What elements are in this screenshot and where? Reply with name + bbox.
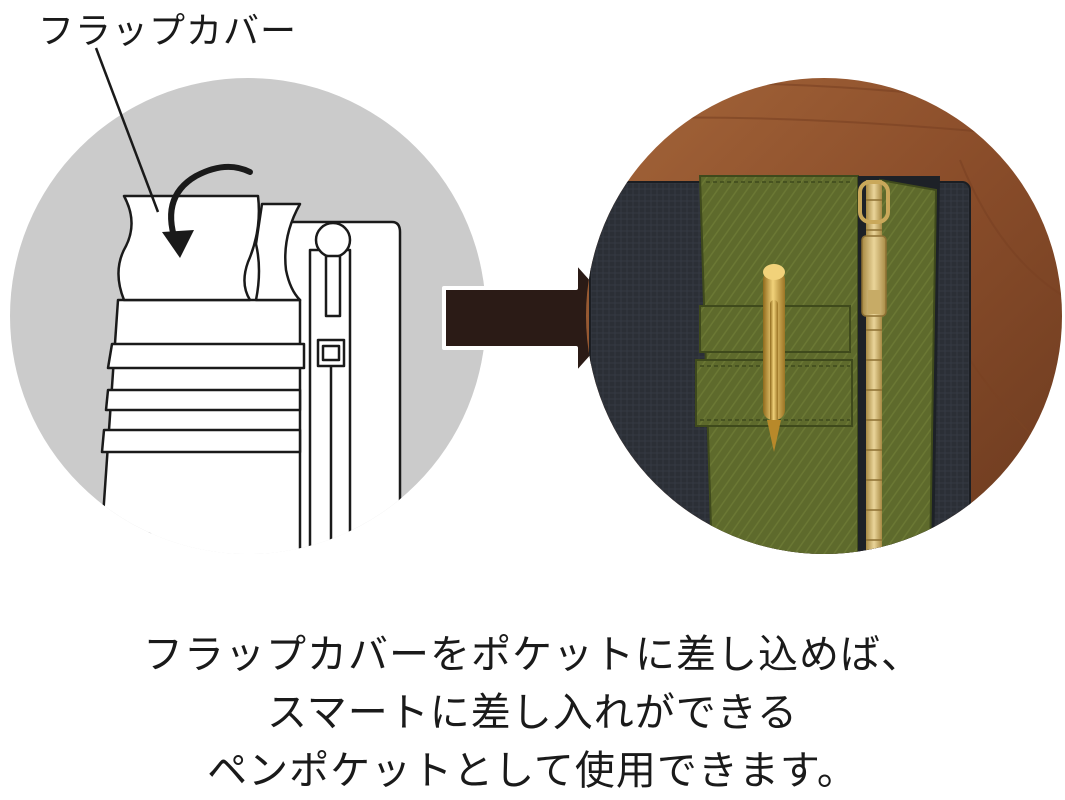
caption-line: フラップカバーをポケットに差し込めば、	[143, 632, 922, 678]
caption: フラップカバーをポケットに差し込めば、 スマートに差し入れができる ペンポケット…	[0, 626, 1065, 800]
flap-cover-label: フラップカバー	[38, 11, 298, 52]
zipper	[858, 180, 890, 554]
diagram-circle	[10, 78, 486, 554]
pen	[763, 264, 785, 452]
pen-pocket	[695, 175, 940, 554]
callout-leader-line	[94, 47, 160, 213]
caption-line: ペンポケットとして使用できます。	[207, 748, 858, 794]
product-photo-circle	[586, 78, 1062, 554]
pocket-line-drawing	[98, 194, 402, 554]
caption-line: スマートに差し入れができる	[267, 690, 798, 736]
curved-arrow-icon	[162, 163, 253, 258]
